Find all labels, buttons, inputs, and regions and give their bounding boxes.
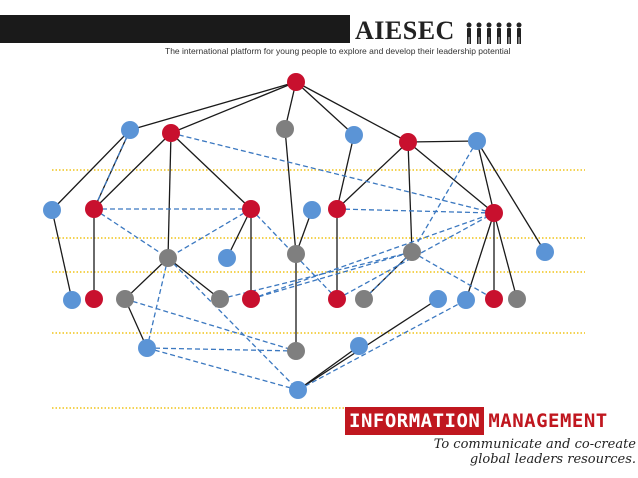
blue-node <box>350 337 368 355</box>
solid-edge <box>170 81 297 134</box>
blue-node <box>218 249 236 267</box>
blue-node <box>43 201 61 219</box>
solid-edge <box>170 132 252 210</box>
solid-edge <box>167 257 221 300</box>
dashed-edge <box>250 212 495 300</box>
solid-edge <box>295 81 355 136</box>
red-node <box>242 290 260 308</box>
solid-edge <box>336 134 355 210</box>
gray-node <box>276 120 294 138</box>
red-node <box>328 200 346 218</box>
red-node <box>328 290 346 308</box>
red-node <box>85 200 103 218</box>
solid-edge <box>493 212 518 300</box>
motto-line-2: global leaders resources. <box>469 452 636 467</box>
solid-edge <box>336 141 409 210</box>
solid-edge <box>167 132 172 259</box>
blue-node <box>121 121 139 139</box>
nodes <box>43 73 554 399</box>
blue-node <box>63 291 81 309</box>
solid-edge <box>226 208 252 259</box>
dashed-edge <box>146 347 297 352</box>
gray-node <box>508 290 526 308</box>
solid-edge <box>407 140 478 143</box>
red-node <box>85 290 103 308</box>
blue-node <box>536 243 554 261</box>
header-logo-area <box>350 15 638 43</box>
solid-edge <box>124 257 169 300</box>
solid-edge <box>297 345 360 391</box>
gray-node <box>287 342 305 360</box>
red-node <box>162 124 180 142</box>
solid-edge <box>407 141 495 214</box>
blue-node <box>289 381 307 399</box>
gray-node <box>287 245 305 263</box>
dashed-edge <box>250 251 413 300</box>
aiesec-logo: AIESEC <box>355 16 526 46</box>
red-node <box>287 73 305 91</box>
solid-edge <box>295 81 409 143</box>
information-management-banner: INFORMATION MANAGEMENT <box>345 407 612 435</box>
gray-node <box>403 243 421 261</box>
solid-edge <box>465 212 495 301</box>
motto-line-1: To communicate and co-create <box>433 437 636 452</box>
dashed-edge <box>363 251 413 300</box>
blue-node <box>468 132 486 150</box>
blue-node <box>303 201 321 219</box>
dashed-edge <box>411 251 495 300</box>
tagline: The international platform for young peo… <box>165 46 511 56</box>
solid-edge <box>407 141 413 253</box>
solid-edge <box>284 128 297 255</box>
red-node <box>485 290 503 308</box>
solid-edge <box>476 140 495 214</box>
blue-node <box>345 126 363 144</box>
dashed-edge <box>93 129 131 210</box>
solid-edge <box>93 132 172 210</box>
solid-edge <box>297 298 439 391</box>
gray-node <box>116 290 134 308</box>
brand-text: AIESEC <box>355 16 455 45</box>
solid-edge <box>476 140 546 253</box>
red-node <box>242 200 260 218</box>
blue-node <box>457 291 475 309</box>
gray-node <box>355 290 373 308</box>
dashed-edge <box>124 298 297 352</box>
gray-node <box>159 249 177 267</box>
solid-edge <box>129 81 297 131</box>
dashed-edge <box>250 208 338 300</box>
blue-node <box>138 339 156 357</box>
solid-edge <box>51 129 131 211</box>
red-node <box>399 133 417 151</box>
banner-word-management: MANAGEMENT <box>484 407 612 435</box>
dashed-edge <box>411 140 478 253</box>
header-bar <box>0 15 638 43</box>
people-silhouettes-icon <box>466 22 522 45</box>
motto: To communicate and co-create global lead… <box>378 437 636 467</box>
dashed-edge <box>167 257 299 391</box>
dashed-edge <box>167 208 252 259</box>
blue-node <box>429 290 447 308</box>
dashed-edge <box>336 208 495 214</box>
solid-edge <box>51 209 73 301</box>
dashed-edge <box>297 299 467 391</box>
dashed-edge <box>93 208 169 259</box>
dashed-edge <box>146 347 299 391</box>
banner-word-information: INFORMATION <box>345 407 485 435</box>
red-node <box>485 204 503 222</box>
gray-node <box>211 290 229 308</box>
